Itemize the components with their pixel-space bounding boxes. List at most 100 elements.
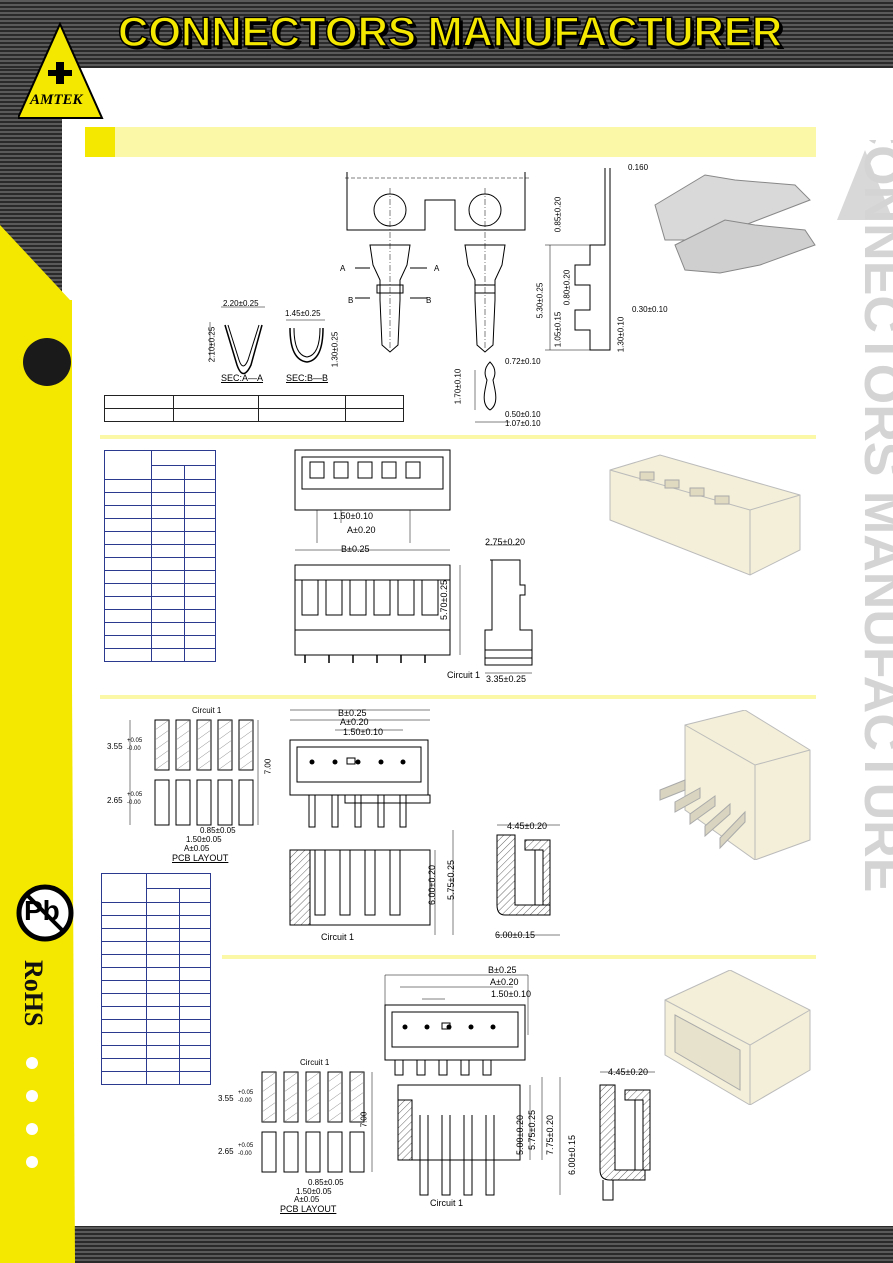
logo-text: AMTEK [30, 92, 83, 108]
dim-label: B±0.25 [338, 708, 367, 718]
dim-label: A [340, 264, 346, 273]
divider-2 [100, 695, 816, 699]
dim-label: 1.07±0.10 [505, 419, 541, 428]
dim-label: 0.80±0.20 [562, 269, 572, 306]
watermark-vertical: CONNECTORS MANUFACTURE [837, 140, 893, 892]
dim-label: 3.55 [107, 742, 123, 751]
housing-photo [609, 454, 801, 576]
dim-label: -0.00 [127, 800, 141, 806]
dim-label: A±0.20 [490, 977, 519, 987]
terminal-table [104, 395, 404, 422]
dim-label: A±0.20 [347, 525, 376, 535]
circuit-label: Circuit 1 [447, 670, 481, 680]
terminal-photo [654, 174, 816, 274]
dim-label: 0.85±0.05 [200, 826, 236, 835]
dim-label: +0.05 [238, 1090, 254, 1096]
dim-label: B [426, 296, 432, 305]
section-label: SEC:B—B [286, 373, 329, 383]
dim-label: 4.45±0.20 [608, 1067, 648, 1077]
dim-label: +0.05 [127, 738, 143, 744]
terminal-drawing [209, 168, 611, 423]
wafer-st-pcb [261, 1071, 373, 1173]
dim-label: 2.65 [218, 1147, 234, 1156]
dim-label: B±0.25 [341, 544, 370, 554]
watermark-text: CONNECTORS MANUFACTURE [853, 140, 893, 892]
dim-label: 0.85±0.05 [308, 1178, 344, 1187]
section-bar [85, 127, 816, 157]
dim-label: 1.50±0.05 [186, 835, 222, 844]
circuit-label: Circuit 1 [430, 1198, 464, 1208]
dim-label: 0.30±0.10 [632, 305, 668, 314]
dim-label: 1.70±0.10 [453, 368, 463, 405]
wafer-st-photo [664, 970, 811, 1105]
pb-label: Pb [24, 895, 60, 926]
dim-label: 7.75±0.20 [544, 1115, 555, 1155]
dim-label: 1.50±0.10 [333, 511, 373, 521]
amtek-logo [18, 22, 104, 119]
housing-table [104, 450, 216, 662]
divider-1 [100, 435, 816, 439]
dim-label: 6.00±0.15 [495, 930, 535, 940]
rohs-dot-4 [26, 1156, 38, 1168]
dim-label: 0.160 [628, 163, 649, 172]
dim-label: A±0.05 [184, 844, 210, 853]
dim-label: 1.50±0.10 [491, 989, 531, 999]
dim-label: 5.70±0.25 [438, 580, 449, 620]
dim-label: 3.55 [218, 1094, 234, 1103]
dim-label: 7.00 [263, 758, 273, 775]
dim-label: A [434, 264, 440, 273]
circuit-label: Circuit 1 [192, 706, 222, 715]
dim-label: 0.72±0.10 [505, 357, 541, 366]
dim-label: 5.75±0.25 [526, 1110, 537, 1150]
wafer-ra-table [101, 873, 211, 1085]
dim-label: 5.75±0.25 [445, 860, 456, 900]
wafer-ra-photo [659, 710, 811, 860]
section-label: SEC:A—A [221, 373, 264, 383]
housing-drawing [294, 449, 533, 674]
sidebar-black-dot [23, 338, 71, 386]
rohs-dot-1 [26, 1057, 38, 1069]
dim-label: 1.50±0.05 [296, 1187, 332, 1196]
pcb-layout-label: PCB LAYOUT [172, 853, 229, 863]
circuit-label: Circuit 1 [300, 1058, 330, 1067]
dim-label: 2.75±0.20 [485, 537, 525, 547]
dim-label: -0.00 [238, 1098, 252, 1104]
dim-label: 0.50±0.10 [505, 410, 541, 419]
dim-label: +0.05 [127, 792, 143, 798]
dim-label: 2.65 [107, 796, 123, 805]
wafer-ra-drawing [289, 709, 560, 936]
dim-label: -0.00 [127, 746, 141, 752]
dim-label: B±0.25 [488, 965, 517, 975]
dim-label: 1.05±0.15 [553, 311, 563, 348]
header-band [0, 0, 893, 68]
dim-label: 6.00±0.15 [566, 1135, 577, 1175]
dim-label: 5.30±0.25 [535, 282, 545, 319]
dim-label: A±0.05 [294, 1195, 320, 1204]
dim-label: A±0.20 [340, 717, 369, 727]
circuit-label: Circuit 1 [321, 932, 355, 942]
section-square [85, 127, 115, 157]
dim-label: 6.00±0.20 [426, 865, 437, 905]
dim-label: 1.45±0.25 [285, 309, 321, 318]
dim-label: 1.30±0.25 [330, 331, 340, 368]
rohs-label: RoHS [19, 960, 48, 1027]
wafer-st-side [599, 1071, 655, 1201]
dim-label: 2.20±0.25 [223, 299, 259, 308]
dim-label: B [348, 296, 354, 305]
dim-label: -0.00 [238, 1151, 252, 1157]
rohs-dot-3 [26, 1123, 38, 1135]
pcb-layout-label: PCB LAYOUT [280, 1204, 337, 1214]
dim-label: 2.10±0.25 [207, 326, 217, 363]
dim-label: +0.05 [238, 1143, 254, 1149]
pb-free-icon [16, 884, 74, 942]
wafer-st-drawing [384, 974, 561, 1196]
wafer-ra-pcb [129, 719, 259, 826]
dim-label: 1.50±0.10 [343, 727, 383, 737]
rohs-dot-2 [26, 1090, 38, 1102]
dim-label: 5.00±0.20 [514, 1115, 525, 1155]
dim-label: 0.85±0.20 [553, 196, 563, 233]
divider-3 [222, 955, 816, 959]
page-title: CONNECTORS MANUFACTURER [117, 7, 783, 56]
dim-label: 3.35±0.25 [486, 674, 526, 684]
